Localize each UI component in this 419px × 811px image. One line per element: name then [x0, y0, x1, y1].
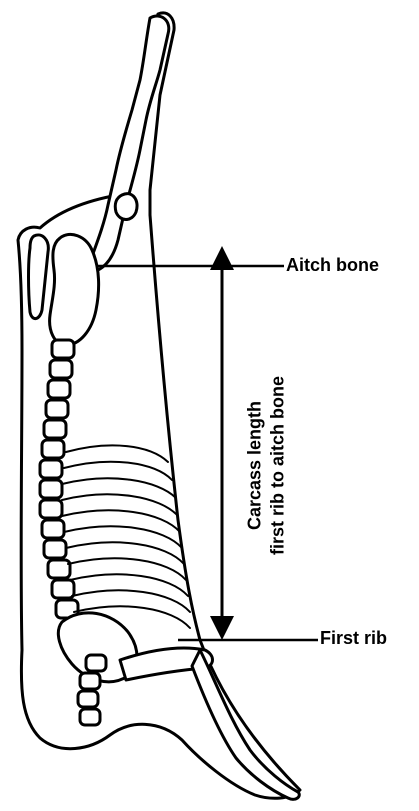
aitch-bone-label: Aitch bone [286, 255, 379, 276]
measurement-label-line1: Carcass length [245, 341, 266, 591]
measurement-arrowhead-up [210, 246, 234, 270]
first-rib-label: First rib [320, 628, 387, 649]
sacrum [29, 235, 49, 319]
hind-leg-bones [90, 16, 169, 270]
measurement-arrowhead-down [210, 616, 234, 640]
rib-cage [62, 445, 190, 628]
spine-vertebrae [40, 340, 78, 618]
measurement-label-line2: first rib to aitch bone [268, 341, 289, 591]
hind-leg-joint [115, 194, 137, 220]
pelvis-bone [50, 234, 99, 345]
